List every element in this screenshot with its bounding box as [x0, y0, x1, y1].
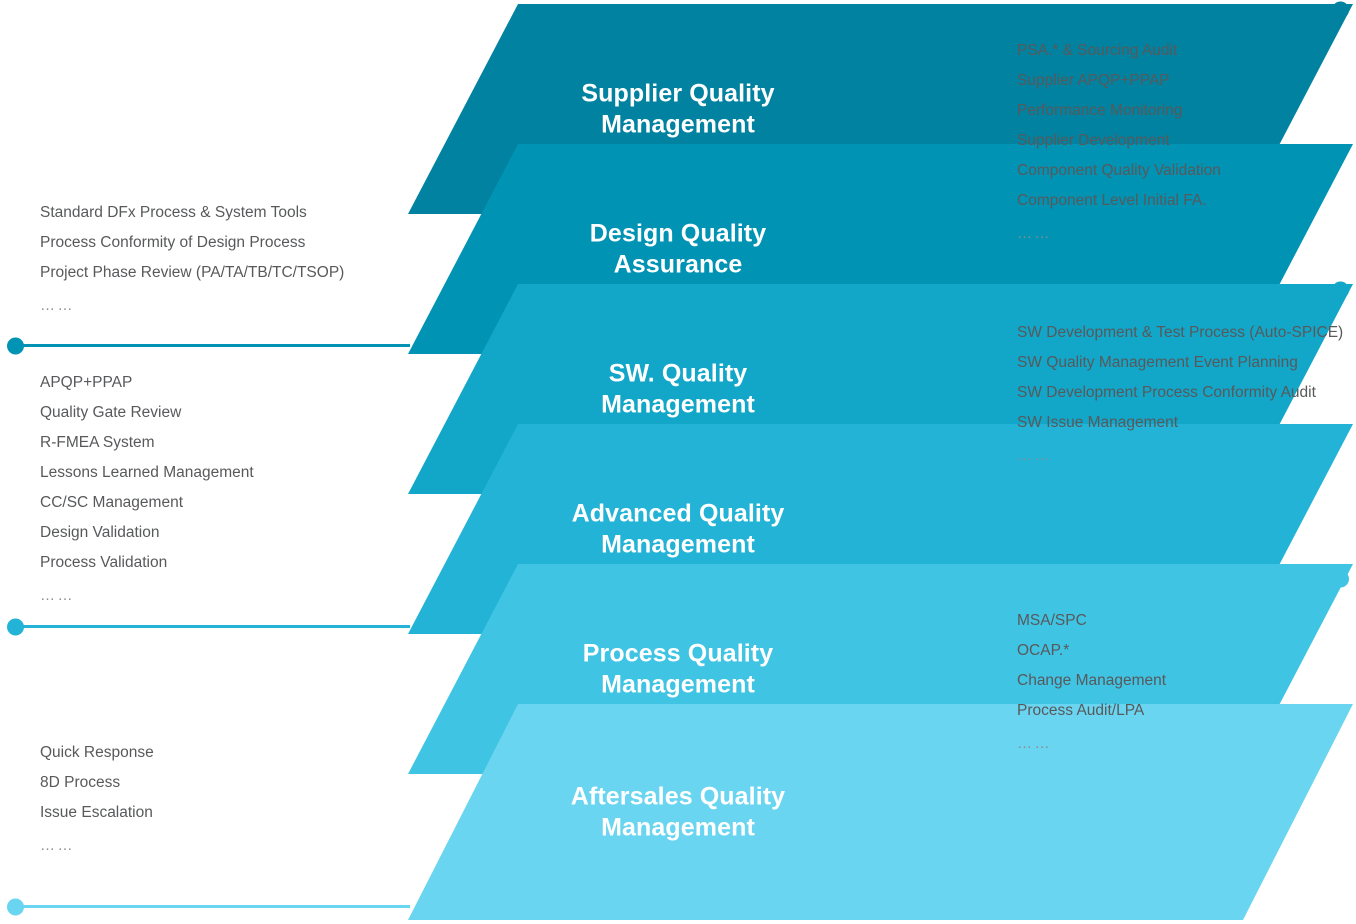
- note-item-ellipsis: ……: [1017, 225, 1052, 242]
- note-item: SW Development & Test Process (Auto-SPIC…: [1017, 324, 1344, 341]
- note-item: Process Conformity of Design Process: [40, 234, 306, 251]
- note-item: Quick Response: [40, 744, 154, 761]
- note-item: SW Quality Management Event Planning: [1017, 354, 1298, 371]
- connector-aftersales-line: [8, 905, 410, 908]
- note-item: Design Validation: [40, 524, 160, 541]
- connector-design-dot: [7, 337, 24, 354]
- note-item-ellipsis: ……: [1017, 447, 1052, 464]
- note-item: PSA.* & Sourcing Audit: [1017, 42, 1178, 59]
- note-item: CC/SC Management: [40, 494, 184, 511]
- note-item: 8D Process: [40, 774, 121, 791]
- band-aftersales-quality-management-polygon: [408, 704, 1353, 920]
- notes-sw-quality-management: SW Development & Test Process (Auto-SPIC…: [1017, 318, 1343, 471]
- note-item: Standard DFx Process & System Tools: [40, 204, 307, 221]
- note-item-ellipsis: ……: [40, 587, 75, 604]
- note-item: APQP+PPAP: [40, 374, 133, 391]
- note-item: Performance Monitoring: [1017, 102, 1183, 119]
- note-item: Change Management: [1017, 672, 1167, 689]
- note-item: Lessons Learned Management: [40, 464, 254, 481]
- note-item: R-FMEA System: [40, 434, 155, 451]
- note-item-ellipsis: ……: [1017, 735, 1052, 752]
- connector-design: [7, 337, 410, 354]
- note-item: MSA/SPC: [1017, 612, 1087, 629]
- connector-advanced: [7, 618, 410, 635]
- note-item: OCAP.*: [1017, 642, 1070, 659]
- connector-advanced-dot: [7, 618, 24, 635]
- connector-design-line: [8, 344, 410, 347]
- note-item: Process Audit/LPA: [1017, 702, 1145, 719]
- note-item: Project Phase Review (PA/TA/TB/TC/TSOP): [40, 264, 345, 281]
- note-item: SW Issue Management: [1017, 414, 1179, 431]
- band-aftersales-quality-management-shape: [408, 704, 1353, 920]
- connector-aftersales-dot: [7, 898, 24, 915]
- note-item: SW Development Process Conformity Audit: [1017, 384, 1316, 401]
- note-item: Quality Gate Review: [40, 404, 182, 421]
- note-item: Supplier APQP+PPAP: [1017, 72, 1170, 89]
- note-item-ellipsis: ……: [40, 297, 75, 314]
- connector-aftersales: [7, 898, 410, 915]
- note-item: Supplier Development: [1017, 132, 1170, 149]
- note-item: Component Level Initial FA.: [1017, 192, 1207, 209]
- note-item: Component Quality Validation: [1017, 162, 1221, 179]
- note-item: Issue Escalation: [40, 804, 153, 821]
- note-item: Process Validation: [40, 554, 168, 571]
- connector-advanced-line: [8, 625, 410, 628]
- note-item-ellipsis: ……: [40, 837, 75, 854]
